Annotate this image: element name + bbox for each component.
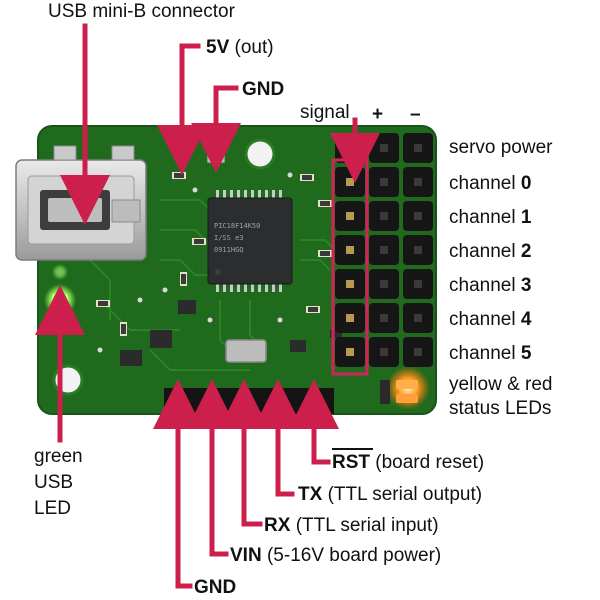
label-channel-2: channel 2 [449, 241, 531, 262]
label-status-leds-line1: yellow & red [449, 374, 553, 395]
label-rst: RST (board reset) [332, 452, 484, 473]
header-pin [414, 144, 422, 152]
label-tx: TX (TTL serial output) [298, 484, 482, 505]
label-plus: + [372, 104, 383, 125]
header-pin [414, 246, 422, 254]
label-channel-prefix: channel [449, 241, 521, 262]
label-signal: signal [300, 102, 350, 123]
arrow-vin [187, 379, 237, 557]
header-pin [346, 178, 354, 186]
smd-components [96, 172, 342, 366]
label-channel-number: 2 [521, 241, 532, 262]
label-vin-desc: (5-16V board power) [267, 545, 441, 566]
label-5v-suffix: (out) [235, 37, 274, 58]
header-pin [380, 144, 388, 152]
label-channel-number: 1 [521, 207, 532, 228]
header-pin [346, 348, 354, 356]
mounting-hole-top [244, 138, 276, 170]
arrow-5v [157, 43, 207, 175]
callout-arrows [35, 23, 380, 589]
header-pin [380, 280, 388, 288]
label-rx-desc: (TTL serial input) [296, 515, 439, 536]
usb-mini-b-connector [15, 145, 147, 261]
header-pin [380, 314, 388, 322]
label-channel-0: channel 0 [449, 173, 531, 194]
header-pin [380, 178, 388, 186]
arrow-gnd-bottom [153, 379, 203, 589]
header-pin [414, 348, 422, 356]
header-pin [414, 280, 422, 288]
label-rx-pin: RX [264, 515, 291, 536]
header-pin [346, 280, 354, 288]
label-green-led-line1: green [34, 446, 83, 467]
label-gnd-top: GND [242, 79, 284, 100]
chip-marking-line3: 0911HGQ [214, 246, 244, 254]
label-channel-number: 0 [521, 173, 532, 194]
label-channel-5: channel 5 [449, 343, 532, 364]
header-pin [380, 348, 388, 356]
chip-marking-line2: I/SS e3 [214, 234, 244, 242]
bottom-pin-header [164, 388, 334, 414]
header-pin [346, 314, 354, 322]
label-rst-pin: RST [332, 452, 370, 473]
label-vin-pin: VIN [230, 545, 262, 566]
header-pin [380, 246, 388, 254]
label-green-led-line2: USB [34, 472, 73, 493]
arrow-rst [289, 379, 339, 465]
label-vin: VIN (5-16V board power) [230, 545, 441, 566]
label-gnd-bottom: GND [194, 577, 236, 598]
label-tx-pin: TX [298, 484, 323, 505]
label-channel-1: channel 1 [449, 207, 532, 228]
label-servo-power: servo power [449, 137, 553, 158]
label-channel-prefix: channel [449, 173, 521, 194]
label-channel-number: 3 [521, 275, 532, 296]
header-pin [346, 212, 354, 220]
header-pin [346, 246, 354, 254]
label-5v-pin: 5V [206, 37, 230, 58]
arrow-tx [253, 379, 303, 497]
chip-marking-line1: PIC18F14K50 [214, 222, 260, 230]
header-pin [414, 314, 422, 322]
label-rst-desc: (board reset) [375, 452, 484, 473]
label-channel-number: 5 [521, 343, 532, 364]
microcontroller-chip: PIC18F14K50 I/SS e3 0911HGQ [207, 190, 293, 292]
label-channel-prefix: channel [449, 343, 521, 364]
header-pin [414, 212, 422, 220]
status-leds [380, 366, 430, 410]
label-channel-prefix: channel [449, 309, 521, 330]
label-minus: – [410, 104, 421, 125]
arrow-gnd-top [191, 85, 241, 173]
label-rx: RX (TTL serial input) [264, 515, 439, 536]
label-channel-3: channel 3 [449, 275, 531, 296]
label-channel-number: 4 [521, 309, 532, 330]
label-5v: 5V (out) [206, 37, 274, 58]
label-green-led-line3: LED [34, 498, 71, 519]
labels: USB mini-B connector 5V (out) GND signal… [34, 1, 553, 598]
header-pins [335, 133, 433, 367]
servo-header [331, 133, 433, 376]
label-status-leds-line2: status LEDs [449, 398, 551, 419]
label-channel-4: channel 4 [449, 309, 532, 330]
header-pin [414, 178, 422, 186]
label-tx-desc: (TTL serial output) [328, 484, 483, 505]
label-channel-prefix: channel [449, 207, 521, 228]
label-usb-connector: USB mini-B connector [48, 1, 236, 22]
arrow-rx [219, 379, 269, 527]
label-channel-prefix: channel [449, 275, 521, 296]
header-pin [380, 212, 388, 220]
